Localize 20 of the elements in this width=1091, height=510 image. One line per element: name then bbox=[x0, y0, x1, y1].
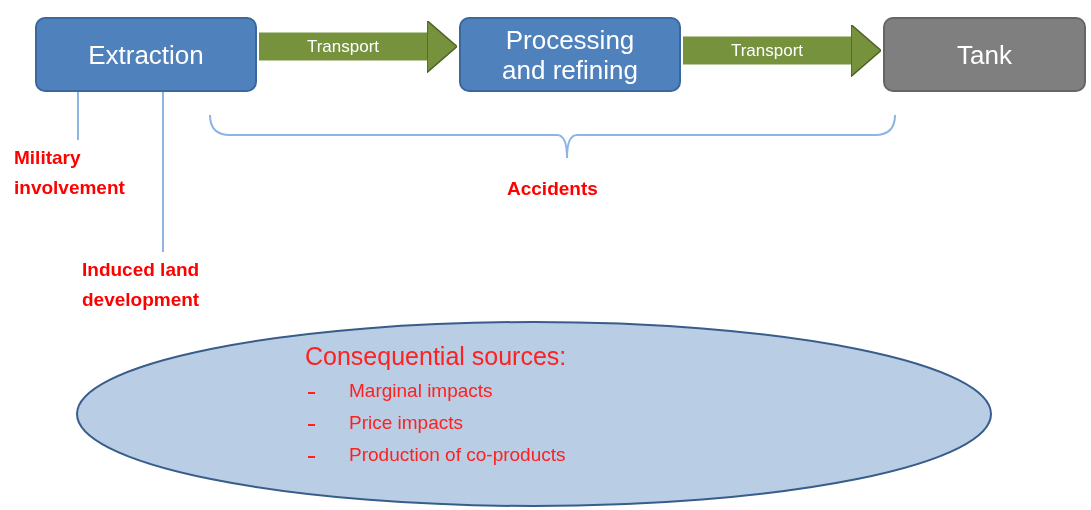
list-item-text: Price impacts bbox=[349, 412, 464, 434]
block-arrow bbox=[259, 19, 458, 74]
consequential-sources-ellipse bbox=[75, 320, 993, 508]
box-label: Processing and refining bbox=[501, 24, 639, 85]
process-box bbox=[35, 17, 257, 92]
heading-text: Consequential sources: bbox=[305, 342, 567, 371]
list-item-text: Production of co-products bbox=[349, 444, 566, 466]
box-label: Extraction bbox=[88, 39, 204, 70]
edge-label: Transport bbox=[730, 40, 804, 61]
process-box bbox=[459, 17, 681, 92]
leader-line bbox=[77, 91, 79, 141]
end-box bbox=[883, 17, 1086, 92]
edge-label: Transport bbox=[306, 36, 380, 57]
block-arrow bbox=[683, 23, 882, 78]
annotation-text: Accidents bbox=[507, 178, 598, 200]
note-text: Military involvement bbox=[14, 143, 164, 205]
leader-line bbox=[162, 91, 164, 253]
box-label: Tank bbox=[957, 39, 1012, 70]
list-item-text: Marginal impacts bbox=[349, 380, 493, 402]
note-text: Induced land development bbox=[82, 255, 242, 317]
